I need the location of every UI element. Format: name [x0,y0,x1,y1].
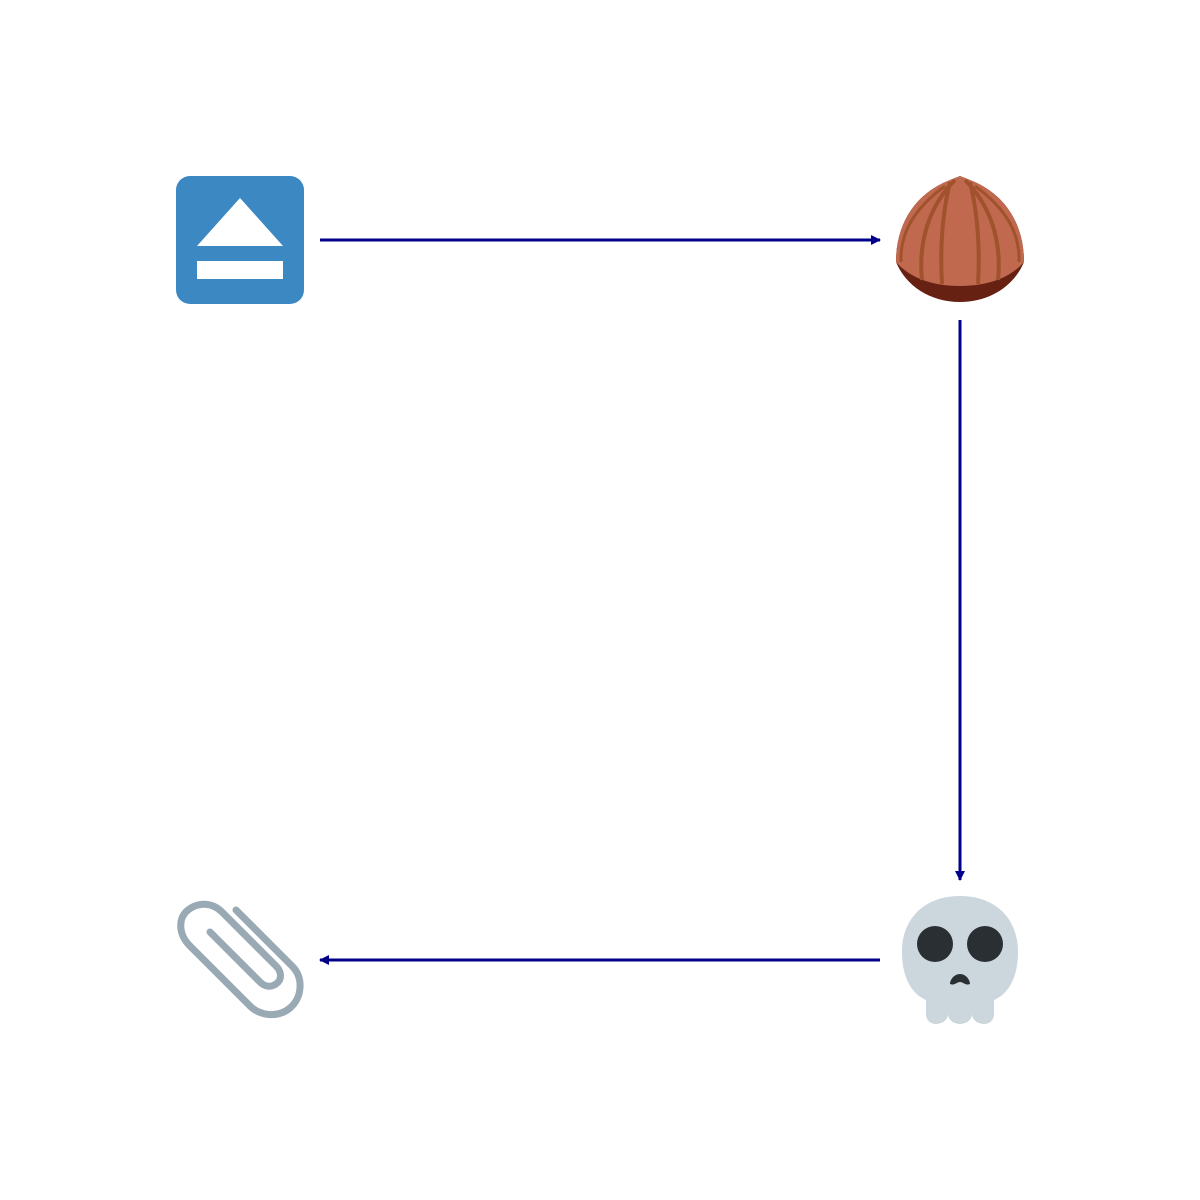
paperclip-icon [177,900,304,1018]
eject-button-icon [176,176,304,304]
chestnut-icon [896,176,1024,302]
skull-icon [902,896,1018,1024]
